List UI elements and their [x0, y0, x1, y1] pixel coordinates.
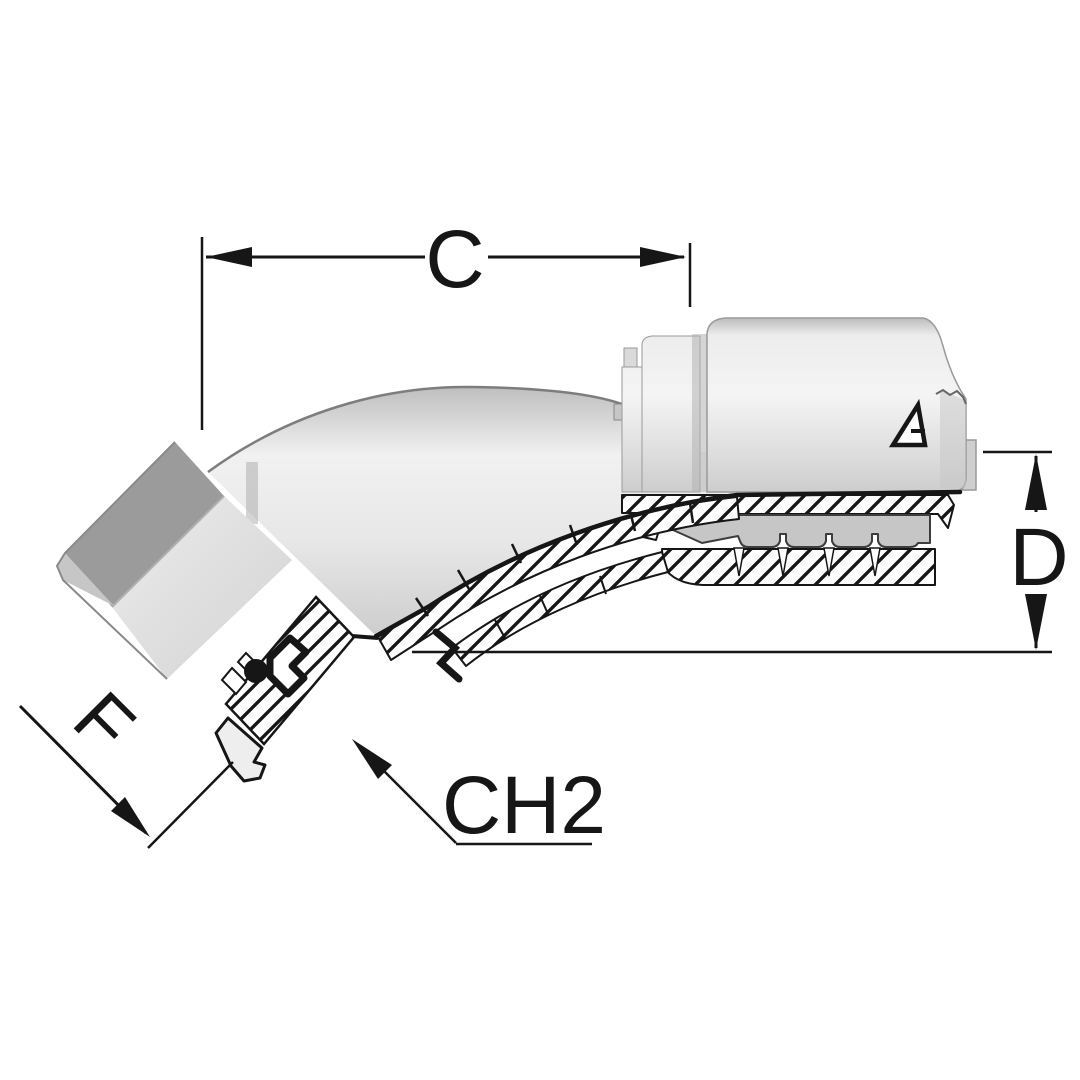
nut-corner-chamfer — [57, 553, 114, 606]
dim-d-label: D — [1009, 512, 1068, 603]
nut-hex-edge — [111, 495, 225, 608]
seal-gland — [266, 634, 310, 698]
serration-valley — [777, 547, 789, 577]
ch2-label: CH2 — [442, 760, 606, 851]
sleeve-face-shade — [940, 390, 966, 488]
sleeve-chamfer-jag — [935, 388, 967, 405]
section-hatching — [220, 489, 963, 746]
serration-valley — [733, 547, 745, 577]
nut-face-dark — [65, 442, 224, 607]
hatch-band-bend-inner — [451, 551, 669, 667]
section-boundary-edge — [373, 489, 963, 639]
dimension-d: D — [412, 450, 1069, 654]
leader-line — [382, 769, 457, 844]
leader-ch2: CH2 — [352, 739, 606, 851]
sleeve-mini-step — [623, 347, 638, 369]
thread-slot — [220, 666, 248, 696]
sleeve-shadow — [692, 334, 710, 492]
elbow-tube-body — [208, 386, 962, 634]
dimension-c: C — [200, 214, 692, 430]
hatch-band-stem-wall — [661, 548, 936, 586]
sleeve-end-piece — [621, 366, 643, 493]
tube-shading-streak — [246, 462, 258, 524]
extension-tick — [147, 761, 234, 849]
bend-inner-band-separators — [494, 575, 607, 639]
arrowhead-left — [206, 247, 252, 267]
leader-arrowhead — [352, 739, 392, 779]
arrowhead-down — [1025, 594, 1047, 650]
seal-band-link — [351, 634, 379, 640]
elbow-tube — [207, 385, 962, 634]
nut-face-light — [112, 496, 292, 679]
sleeve-collar — [641, 335, 701, 493]
bore-step-edge — [432, 628, 463, 683]
fitting-illustration — [55, 317, 977, 783]
arrowhead-right — [640, 247, 686, 267]
dim-f-label: F — [57, 676, 150, 769]
nut-outline — [55, 441, 176, 680]
o-ring-seal — [244, 659, 268, 683]
sleeve-main — [706, 317, 967, 493]
elbow-tube-outer-edge — [207, 385, 642, 474]
brand-logo-icon — [888, 398, 928, 448]
arrowhead-diagonal — [111, 797, 150, 837]
dim-c-label: C — [425, 214, 484, 305]
swivel-nut — [55, 441, 292, 783]
serration-valley — [869, 547, 881, 577]
crimp-sleeve — [613, 317, 977, 493]
arrowhead-up — [1025, 454, 1047, 510]
serration-valley — [823, 547, 835, 577]
nut-tail — [214, 716, 267, 783]
dimension-f: F — [18, 676, 234, 849]
